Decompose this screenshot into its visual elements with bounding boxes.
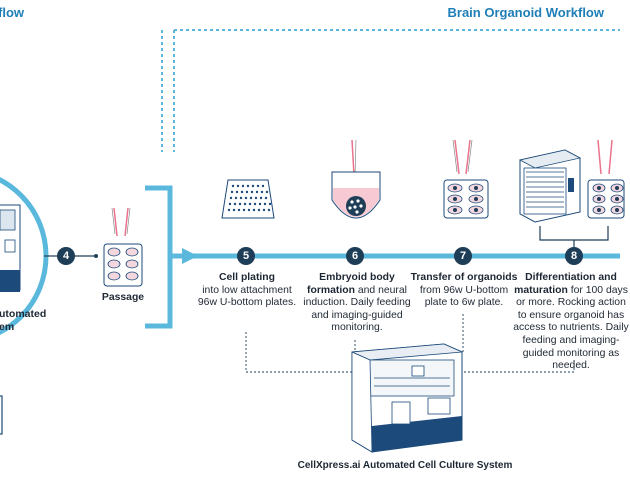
cellxpress-machine-icon: [351, 343, 463, 453]
partial-device-icon: [0, 395, 3, 435]
step-5-label: Cell plating into low attachment 96w U-b…: [197, 272, 297, 309]
section-divider: [161, 29, 620, 152]
step-number: 4: [63, 250, 70, 262]
passage-plate-icon: [103, 207, 143, 287]
passage-bracket: [145, 185, 173, 329]
system-caption: CellXpress.ai Automated Cell Culture Sys…: [297, 460, 513, 471]
step-8-bracket: [539, 226, 609, 241]
step-node-7: 7: [454, 247, 472, 265]
step-number: 6: [352, 250, 358, 262]
step-8-plate-icon: [587, 139, 625, 219]
step-8-label: Differentiation and maturation for 100 d…: [513, 272, 629, 372]
step-5-plate-icon: [221, 179, 275, 219]
step-6-label: Embryoid body formation and neural induc…: [303, 272, 411, 334]
arrow-icon: [182, 248, 198, 264]
step-6-embryoid-icon: [331, 139, 381, 219]
section-title-right: Brain Organoid Workflow: [447, 5, 605, 20]
step-node-8: 8: [565, 247, 583, 265]
step-number: 5: [243, 250, 249, 262]
step-number: 7: [460, 250, 466, 262]
passage-label: Passage: [101, 292, 145, 303]
system-connectors: [245, 314, 575, 373]
step-node-4: 4: [57, 247, 75, 265]
step-node-6: 6: [346, 247, 364, 265]
step-7-plate-icon: [443, 139, 489, 219]
step-7-label: Transfer of organoids from 96w U-bottom …: [410, 272, 518, 309]
section-title-left: flow: [0, 5, 24, 20]
step-node-5: 5: [237, 247, 255, 265]
step-8-incubator-icon: [518, 149, 582, 223]
left-caption: utomated em: [0, 308, 47, 333]
step-number: 8: [571, 250, 577, 262]
